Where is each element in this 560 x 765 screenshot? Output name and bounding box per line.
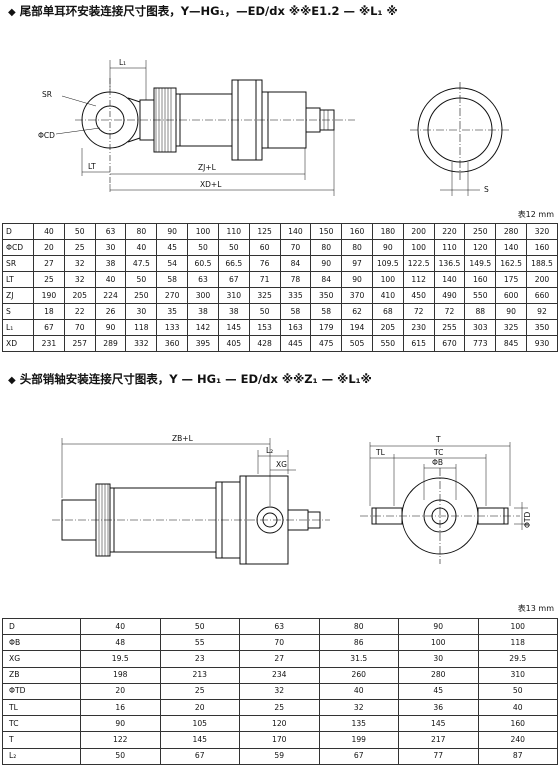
row-header: SR: [2, 255, 34, 272]
row-header: XD: [2, 335, 34, 352]
dim-s-label: S: [484, 185, 489, 194]
dim-zj-label: ZJ+L: [198, 163, 217, 172]
dim-td-label: ΦTD: [523, 512, 532, 528]
section2-title: ◆头部销轴安装连接尺寸图表，Y — HG₁ — ED/dx ※※Z₁ — ※L₁…: [8, 371, 372, 387]
dim-xd-label: XD+L: [200, 180, 222, 189]
row-header: XG: [2, 650, 81, 668]
dim-sr-label: SR: [42, 90, 52, 99]
row-header: T: [2, 731, 81, 749]
row-header: ΦB: [2, 634, 81, 652]
dim-lt-label: LT: [88, 162, 96, 171]
row-header: TL: [2, 698, 81, 717]
row-header: ZB: [2, 666, 81, 684]
dim-t-label: T: [435, 435, 441, 444]
row-header: LT: [2, 271, 34, 288]
dim-zb-label: ZB+L: [172, 434, 194, 443]
row-header: ZJ: [2, 287, 34, 304]
row-header: L₂: [2, 747, 81, 765]
row-header: ΦCD: [2, 239, 34, 256]
row-header: D: [2, 617, 81, 636]
table13-caption: 表13 mm: [517, 604, 554, 613]
head-pin-drawing: ZB+L L₂ XG T TL TC ΦB ΦTD: [52, 434, 532, 565]
section1-title: ◆尾部单耳环安装连接尺寸图表，Y—HG₁，—ED/dx ※※E1.2 — ※L₁…: [8, 3, 398, 19]
dim-l1-label: L₁: [119, 58, 126, 67]
dim-tc-label: TC: [433, 448, 443, 457]
dim-cd-label: ΦCD: [38, 131, 55, 140]
dim-b-label: ΦB: [432, 458, 443, 467]
section2-title-text: 头部销轴安装连接尺寸图表，Y — HG₁ — ED/dx ※※Z₁ — ※L₁※: [19, 372, 372, 386]
row-header: D: [2, 223, 34, 240]
dim-xg-label: XG: [276, 460, 287, 469]
row-header: S: [2, 303, 34, 320]
section1-title-text: 尾部单耳环安装连接尺寸图表，Y—HG₁，—ED/dx ※※E1.2 — ※L₁ …: [19, 4, 398, 18]
table12-caption: 表12 mm: [517, 210, 554, 219]
dim-l2-label: L₂: [266, 446, 273, 455]
row-header: L₁: [2, 319, 34, 336]
row-header: ΦTD: [2, 682, 81, 700]
row-header: TC: [2, 715, 81, 733]
diamond-bullet-icon: ◆: [8, 375, 16, 386]
rear-clevis-drawing: L₁ SR ΦCD LT ZJ+L XD+L S: [38, 58, 510, 196]
dim-tl-label: TL: [375, 448, 386, 457]
diamond-bullet-icon: ◆: [8, 7, 16, 18]
